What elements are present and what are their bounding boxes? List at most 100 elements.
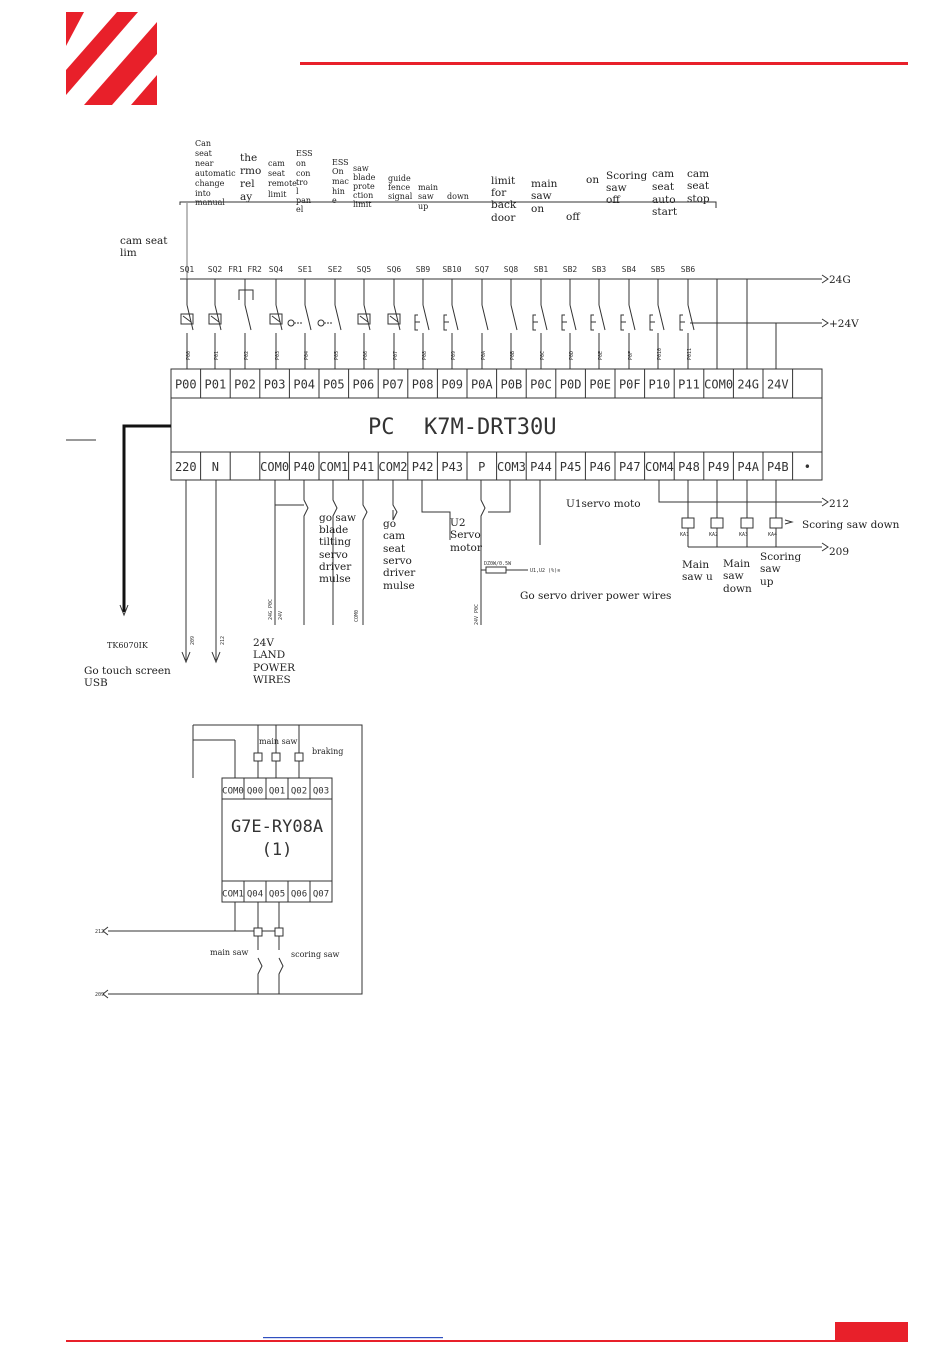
relay-subtitle: (1) xyxy=(262,840,293,860)
plc-terminal-p49: P49 xyxy=(708,460,730,474)
plc-terminal-p43: P43 xyxy=(441,460,463,474)
svg-text:P0D: P0D xyxy=(569,351,575,360)
power-wires: 209 212 24V LAND POWER WIRES xyxy=(181,480,296,686)
svg-text:P011: P011 xyxy=(687,348,693,360)
svg-text:P0B: P0B xyxy=(510,351,516,360)
plc-terminal-p06: P06 xyxy=(353,378,375,392)
plc-title-right: K7M-DRT30U xyxy=(424,415,556,440)
relay-212-label: 212 xyxy=(95,929,104,935)
label-cam-seat-stop: cam seat stop xyxy=(687,168,712,205)
svg-text:COM0: COM0 xyxy=(354,610,360,622)
relay-terminal-q02: Q02 xyxy=(291,787,307,797)
relay-main-saw-bottom-label: main saw xyxy=(210,948,248,957)
svg-text:P0E: P0E xyxy=(598,351,604,360)
touch-screen-cable: TK6070IK Go touch screen USB xyxy=(66,424,174,689)
plc-terminal-p4b: P4B xyxy=(767,460,789,474)
plc-terminal-p01: P01 xyxy=(205,378,227,392)
footer-link-underline[interactable] xyxy=(263,1337,443,1339)
relay-terminal-q07: Q07 xyxy=(313,890,329,900)
label-scoring-saw-down: Scoring saw down xyxy=(802,519,900,531)
plc-terminal-p05: P05 xyxy=(323,378,345,392)
switch-label: SQ7 xyxy=(475,265,490,274)
label-scoring-saw-off: Scoring saw off xyxy=(606,170,651,206)
rails: 24G +24V xyxy=(180,274,859,330)
label-main-saw-down: Main saw down xyxy=(723,558,753,595)
plc-terminal-n: N xyxy=(212,460,219,474)
label-cam-remote-limit: cam seat remote limit xyxy=(268,159,299,199)
rail-212-label: 212 xyxy=(829,498,849,510)
plc-terminal-p41: P41 xyxy=(353,460,375,474)
rail-24v-label: +24V xyxy=(829,318,859,330)
svg-text:P010: P010 xyxy=(657,348,663,360)
label-u1-servo-moto: U1servo moto xyxy=(566,498,641,510)
rail-209-label: 209 xyxy=(829,546,849,558)
svg-text:P09: P09 xyxy=(451,351,457,360)
label-go-saw-blade: go saw blade tilting servo driver mulse xyxy=(319,512,359,585)
plc-terminal-com3: COM3 xyxy=(497,460,526,474)
plc-terminal-p: P xyxy=(478,460,485,474)
relay-terminal-com0: COM0 xyxy=(222,787,244,797)
svg-text:KA4: KA4 xyxy=(768,532,777,538)
svg-text:P0C: P0C xyxy=(540,351,546,360)
relay-terminal-com1: COM1 xyxy=(222,890,244,900)
plc-terminal-p47: P47 xyxy=(619,460,641,474)
plc-terminal-p04: P04 xyxy=(293,378,315,392)
label-guide-fence: guide fence signal xyxy=(388,174,413,201)
header-rule xyxy=(300,62,908,65)
label-can-seat: Can seat near automatic change into manu… xyxy=(195,139,238,207)
plc-terminal-p44: P44 xyxy=(530,460,552,474)
rail-24g-label: 24G xyxy=(829,274,851,286)
footer-rule xyxy=(66,1340,908,1342)
label-main-saw-up: main saw up xyxy=(418,183,441,211)
plc-terminal-p0d: P0D xyxy=(560,378,582,392)
plc-terminal-p0f: P0F xyxy=(619,378,641,392)
switch-label: SB9 xyxy=(416,265,431,274)
plc-terminal-com4: COM4 xyxy=(645,460,674,474)
relay-terminal-q04: Q04 xyxy=(247,890,263,900)
label-go-touch-screen: Go touch screen USB xyxy=(84,665,174,689)
switch-label: SQ6 xyxy=(387,265,402,274)
plc-terminal-p46: P46 xyxy=(589,460,611,474)
label-go-cam-seat: go cam seat servo driver mulse xyxy=(383,518,419,592)
svg-text:24G P0C: 24G P0C xyxy=(268,599,274,620)
switch-label: SB6 xyxy=(681,265,696,274)
svg-text:U1,U2 (%)≋: U1,U2 (%)≋ xyxy=(530,568,560,574)
svg-text:P07: P07 xyxy=(393,351,399,360)
svg-text:24V P0C: 24V P0C xyxy=(474,604,480,625)
brand-logo xyxy=(66,12,157,105)
plc-terminal-p0e: P0E xyxy=(589,378,611,392)
plc-terminal-p11: P11 xyxy=(678,378,700,392)
plc-terminal-com2: COM2 xyxy=(379,460,408,474)
switch-label: SB10 xyxy=(442,265,461,274)
plc-terminal-p07: P07 xyxy=(382,378,404,392)
plc-terminal-p02: P02 xyxy=(234,378,256,392)
label-cam-seat-lim: cam seat lim xyxy=(120,235,171,259)
plc-terminal-24v: 24V xyxy=(767,378,789,392)
servo-output-wiring: 24G P0C 24V COM0 24V P0C DZ0W/0.5W U1,U2… xyxy=(268,480,671,625)
svg-text:P05: P05 xyxy=(334,351,340,360)
plc-terminal-p48: P48 xyxy=(678,460,700,474)
plc-terminal-p09: P09 xyxy=(441,378,463,392)
plc-title-left: PC xyxy=(368,415,395,440)
plc-terminal-com0: COM0 xyxy=(704,378,733,392)
svg-text:P04: P04 xyxy=(304,351,310,360)
label-limit-back-door: limit for back door xyxy=(491,175,520,224)
relay-terminal-q06: Q06 xyxy=(291,890,307,900)
svg-text:209: 209 xyxy=(190,636,196,645)
footer-tab xyxy=(835,1322,908,1342)
svg-text:P02: P02 xyxy=(244,351,250,360)
switch-label: SQ4 xyxy=(269,265,284,274)
relay-terminal-q05: Q05 xyxy=(269,890,285,900)
plc-terminal-com0: COM0 xyxy=(260,460,289,474)
relay-title: G7E-RY08A xyxy=(231,817,323,837)
plc-terminal-p40: P40 xyxy=(293,460,315,474)
plc-terminal-x: • xyxy=(804,460,811,474)
svg-text:212: 212 xyxy=(220,636,226,645)
switch-label: SE2 xyxy=(328,265,343,274)
svg-text:P06: P06 xyxy=(363,351,369,360)
svg-text:KA3: KA3 xyxy=(739,532,748,538)
